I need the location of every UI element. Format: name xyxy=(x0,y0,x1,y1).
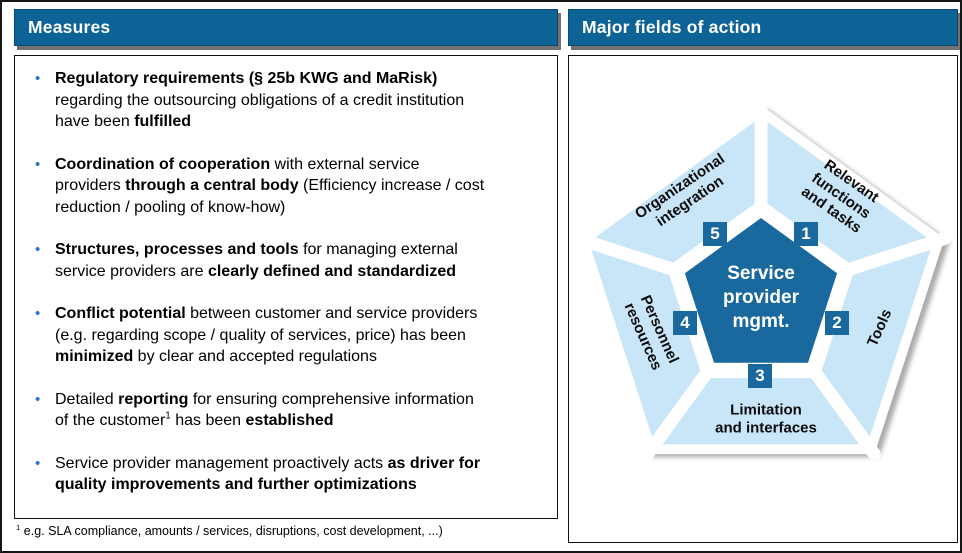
measures-list: Regulatory requirements (§ 25b KWG and M… xyxy=(15,56,557,496)
fields-of-action-header-label: Major fields of action xyxy=(582,17,762,37)
field-number-2: 2 xyxy=(825,311,849,335)
bullet-item: Detailed reporting for ensuring comprehe… xyxy=(29,389,553,432)
bullet-item: Coordination of cooperation with externa… xyxy=(29,154,553,219)
footnote: 1 e.g. SLA compliance, amounts / service… xyxy=(16,522,443,538)
field-label-3: Limitation and interfaces xyxy=(715,401,817,436)
bullet-item: Structures, processes and tools for mana… xyxy=(29,239,553,282)
measures-header-label: Measures xyxy=(28,17,111,37)
pentagon-shapes xyxy=(570,98,952,461)
pentagon-diagram: Relevant functions and tasks Tools Limit… xyxy=(569,56,957,542)
fields-of-action-panel: Relevant functions and tasks Tools Limit… xyxy=(568,55,958,543)
bullet-item: Regulatory requirements (§ 25b KWG and M… xyxy=(29,68,553,133)
field-number-3: 3 xyxy=(748,364,772,388)
field-number-5: 5 xyxy=(703,222,727,246)
bullet-item: Conflict potential between customer and … xyxy=(29,303,553,368)
measures-panel: Regulatory requirements (§ 25b KWG and M… xyxy=(14,55,558,519)
bullet-item: Service provider management proactively … xyxy=(29,453,553,496)
field-number-1: 1 xyxy=(794,222,818,246)
center-pentagon xyxy=(684,218,838,363)
field-number-4: 4 xyxy=(673,311,697,335)
fields-of-action-header: Major fields of action xyxy=(568,9,958,46)
measures-header: Measures xyxy=(14,9,558,46)
center-pentagon-label: Service provider mgmt. xyxy=(722,262,800,333)
